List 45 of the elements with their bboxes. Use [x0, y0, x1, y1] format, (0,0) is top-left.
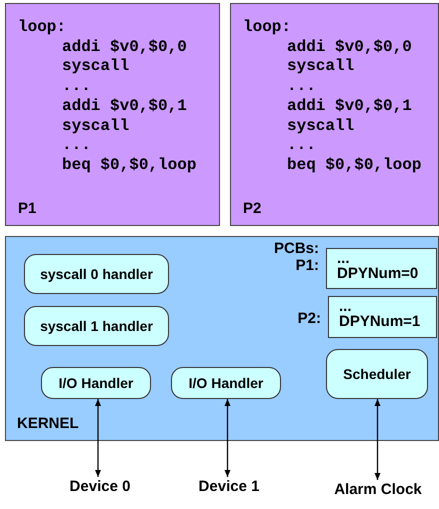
code-line: syscall: [287, 57, 356, 78]
handler-label: syscall 1 handler: [40, 318, 153, 334]
code-line: ...: [62, 77, 92, 97]
double-arrow: [95, 399, 101, 477]
code-line: ...: [287, 77, 317, 97]
kernel-panel: [5, 236, 439, 441]
code-line: syscall: [62, 57, 130, 78]
code-line: syscall: [62, 116, 130, 136]
code-line: loop:: [18, 18, 68, 38]
code-line: addi $v0,$0,0: [62, 38, 188, 58]
pcb-label: P2:: [298, 311, 321, 327]
handler-label: I/O Handler: [58, 375, 134, 391]
handler-box: [171, 367, 281, 399]
program-panel: [5, 3, 220, 226]
pcb-label: PCBs:: [274, 241, 319, 257]
device-label: Alarm Clock: [323, 482, 433, 500]
code-line: addi $v0,$0,0: [287, 38, 413, 58]
process-label: P2: [243, 200, 262, 217]
handler-label: Scheduler: [343, 366, 411, 382]
double-arrow: [374, 399, 380, 480]
code-line: loop:: [243, 18, 292, 38]
code-line: addi $v0,$0,1: [287, 96, 413, 117]
pcb-field: ...: [339, 299, 436, 314]
process-label: P1: [18, 200, 36, 217]
code-line: ...: [62, 136, 92, 156]
program-panel: [230, 3, 439, 226]
handler-box: [41, 367, 151, 399]
pcb-field: ...: [337, 251, 436, 266]
double-arrow: [224, 399, 230, 477]
kernel-label: KERNEL: [17, 415, 79, 432]
code-line: addi $v0,$0,1: [62, 96, 188, 117]
pcb-field: DPYNum=0: [337, 266, 436, 281]
code-line: ...: [287, 136, 317, 156]
code-line: syscall: [287, 116, 356, 136]
handler-box: [326, 349, 428, 399]
code-line: beq $0,$0,loop: [287, 156, 422, 176]
pcb-field: DPYNum=1: [339, 314, 436, 329]
handler-box: [24, 254, 169, 294]
code-line: beq $0,$0,loop: [62, 156, 198, 176]
device-label: Device 0: [60, 479, 140, 509]
handler-label: syscall 0 handler: [40, 266, 153, 282]
pcb-label: P1:: [296, 258, 319, 274]
device-label: Device 1: [189, 479, 269, 509]
handler-label: I/O Handler: [188, 375, 264, 391]
handler-box: [24, 306, 169, 346]
